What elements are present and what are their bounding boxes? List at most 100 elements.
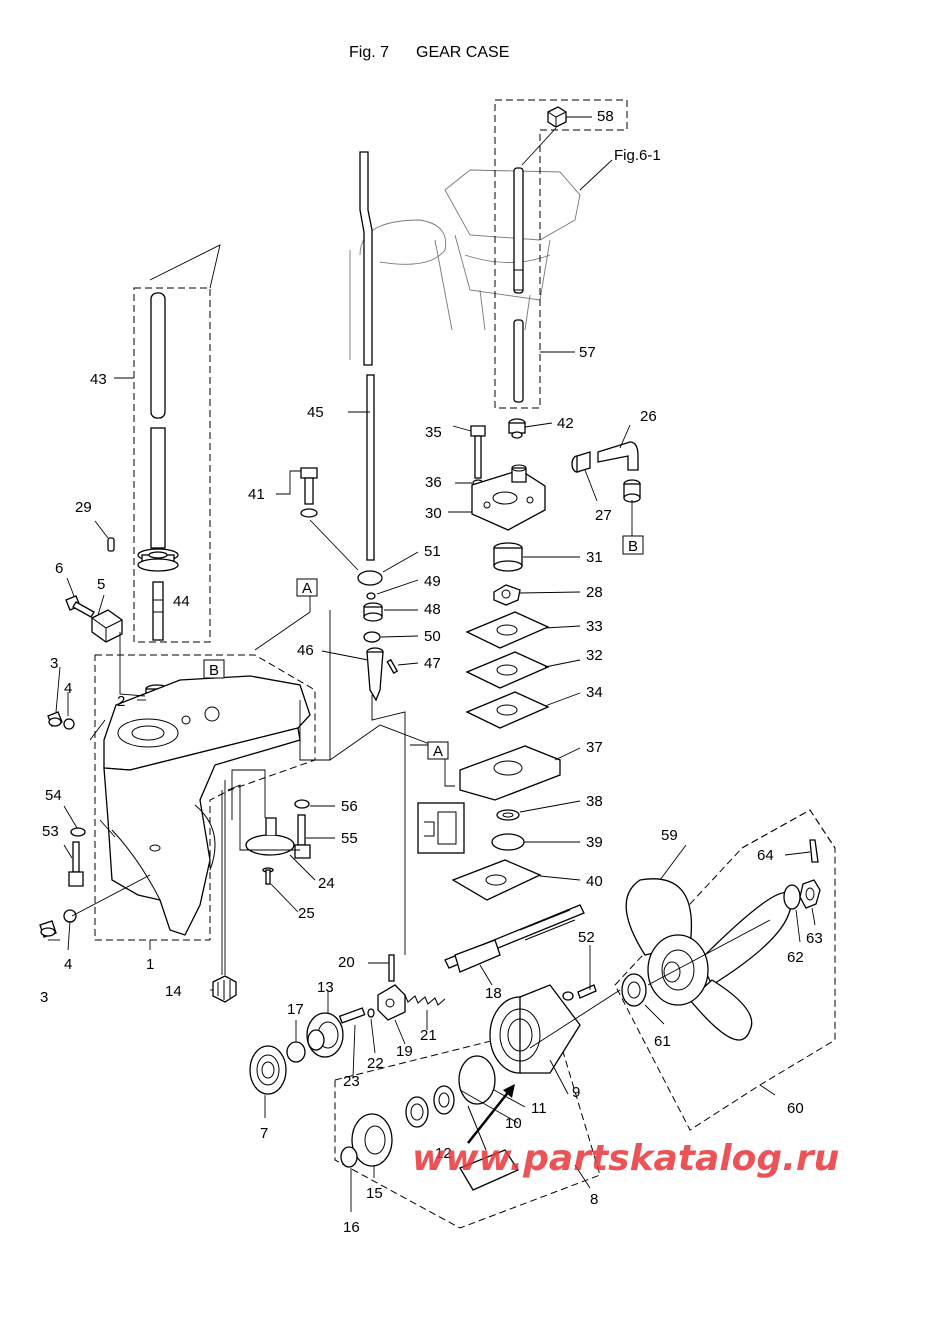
label-18: 18 — [485, 985, 502, 1002]
label-46: 46 — [297, 642, 314, 659]
label-3: 3 — [50, 655, 58, 672]
label-44: 44 — [173, 593, 190, 610]
part-47-pin — [386, 658, 399, 674]
dashed-box-64 — [741, 809, 836, 849]
label-16: 16 — [343, 1219, 360, 1236]
label-13: 13 — [317, 979, 334, 996]
label-48: 48 — [424, 601, 441, 618]
part-14-pinion — [212, 975, 237, 1003]
part-44-bearing — [137, 548, 179, 572]
label-29: 29 — [75, 499, 92, 516]
label-34: 34 — [586, 684, 603, 701]
label-fig-6-1: Fig.6-1 — [614, 147, 661, 164]
label-19: 19 — [396, 1043, 413, 1060]
part-22-ring — [367, 1008, 375, 1018]
part-43-drive-shaft — [150, 292, 166, 641]
part-52-bolt — [577, 984, 597, 999]
part-48-bushing — [363, 602, 383, 622]
label-49: 49 — [424, 573, 441, 590]
label-4: 4 — [64, 680, 72, 697]
part-54-washer — [70, 827, 86, 837]
part-18-propeller-shaft — [444, 904, 585, 973]
part-39-o-ring — [491, 833, 525, 851]
label-25: 25 — [298, 905, 315, 922]
part-35-bolt — [470, 425, 486, 479]
part-63-nut — [799, 879, 821, 909]
label-6: 6 — [55, 560, 63, 577]
part-61-spacer — [621, 973, 647, 1007]
label-14: 14 — [165, 983, 182, 1000]
part-57-upper-shift-rod — [513, 167, 524, 403]
label-35: 35 — [425, 424, 442, 441]
label-24: 24 — [318, 875, 335, 892]
label-41: 41 — [248, 486, 265, 503]
part-45-shift-rod — [359, 151, 375, 561]
part-34-gasket — [465, 691, 550, 729]
install-arrow — [467, 1089, 511, 1144]
label-20: 20 — [338, 954, 355, 971]
part-3-bolt-bottom — [39, 920, 57, 938]
part-10-bearing — [433, 1085, 455, 1115]
part-46-shift-cam — [366, 647, 384, 702]
label-11: 11 — [531, 1100, 547, 1117]
part-55-bolt — [294, 814, 311, 859]
label-63: 63 — [806, 930, 823, 947]
ref-box-a-lower: A — [427, 741, 449, 760]
label-21: 21 — [420, 1027, 437, 1044]
label-27: 27 — [595, 507, 612, 524]
part-16-shim — [340, 1146, 358, 1168]
part-56-washer — [294, 799, 310, 809]
part-25-screw — [262, 867, 274, 885]
part-51-washer — [357, 570, 383, 586]
label-43: 43 — [90, 371, 107, 388]
figure-title: GEAR CASE — [416, 44, 509, 61]
part-62-washer — [783, 884, 801, 910]
label-39: 39 — [586, 834, 603, 851]
part-26-hose — [597, 441, 639, 471]
part-27-grommet-tube — [571, 451, 591, 473]
part-12-bearing — [405, 1096, 429, 1128]
part-7-bearing — [249, 1045, 287, 1095]
part-11-o-ring — [458, 1055, 496, 1105]
part-38-seal — [496, 809, 520, 821]
part-5-plate — [91, 609, 123, 643]
label-7: 7 — [260, 1125, 268, 1142]
part-labels: 1 2 3 4 5 6 7 8 9 10 11 12 13 14 15 16 1… — [40, 108, 823, 1236]
label-31: 31 — [586, 549, 603, 566]
seal-install-inset — [417, 802, 465, 854]
part-27-grommet — [623, 479, 641, 503]
dashed-box-57-58 — [494, 99, 628, 409]
leader-lines — [48, 116, 816, 1212]
svg-text:B: B — [209, 662, 219, 679]
svg-text:A: A — [433, 743, 443, 760]
label-10: 10 — [505, 1115, 522, 1132]
label-15: 15 — [366, 1185, 383, 1202]
label-30: 30 — [425, 505, 442, 522]
part-4-washer-bottom — [63, 909, 77, 923]
label-45: 45 — [307, 404, 324, 421]
label-36: 36 — [425, 474, 442, 491]
label-32: 32 — [586, 647, 603, 664]
part-21-spring — [397, 994, 446, 1006]
label-2: 2 — [117, 693, 125, 710]
label-57: 57 — [579, 344, 596, 361]
label-61: 61 — [654, 1033, 671, 1050]
part-53-bolt — [68, 841, 84, 887]
part-32-plate — [465, 651, 550, 689]
label-58: 58 — [597, 108, 614, 125]
part-59-propeller — [625, 878, 792, 1041]
dashed-box-43 — [133, 287, 211, 643]
part-50-o-ring — [363, 631, 381, 643]
part-49-ring — [366, 592, 376, 600]
label-64: 64 — [757, 847, 774, 864]
label-9: 9 — [572, 1084, 580, 1101]
ref-box-a-upper: A — [296, 578, 318, 597]
part-15-reverse-gear — [351, 1113, 393, 1167]
part-17-shim — [286, 1041, 306, 1063]
svg-text:A: A — [302, 580, 312, 597]
part-30-pump-housing — [471, 464, 546, 531]
label-17: 17 — [287, 1001, 304, 1018]
figure-number: Fig. 7 — [349, 44, 389, 61]
label-47: 47 — [424, 655, 441, 672]
